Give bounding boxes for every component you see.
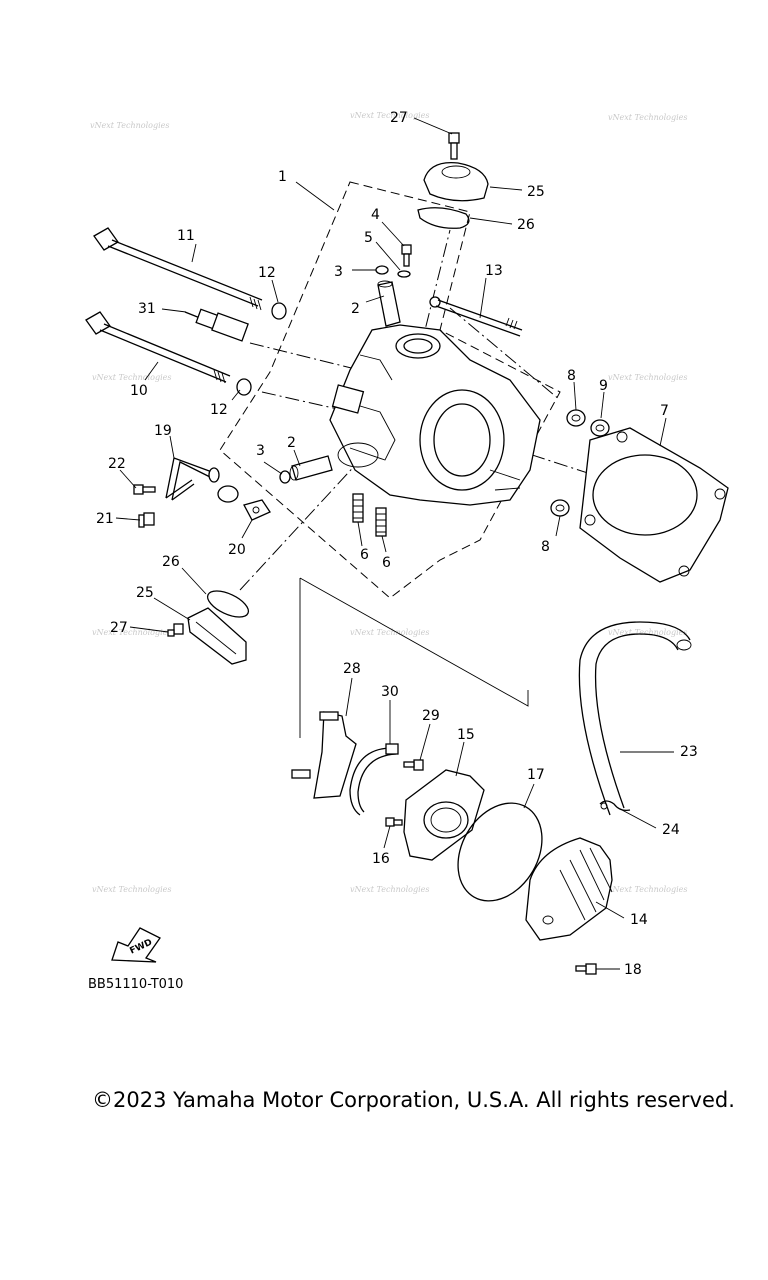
watermark: vNext Technologies [608,628,687,637]
callout-1[interactable]: 1 [278,169,287,185]
bracket-28[interactable] [291,711,357,799]
callout-21[interactable]: 21 [96,511,114,527]
exhaust-assembly-frame [299,577,529,738]
cylinder-head-1[interactable] [329,324,541,506]
gasket-20[interactable] [243,499,271,521]
pipe-2-top[interactable] [377,280,401,327]
bolt-11[interactable] [93,227,263,311]
hose-23[interactable] [578,621,692,816]
callout-10[interactable]: 10 [130,383,148,399]
bolt-4[interactable] [401,244,412,267]
callout-3[interactable]: 3 [334,264,343,280]
watermark: vNext Technologies [92,885,171,894]
bolt-29[interactable] [403,759,424,771]
callout-31[interactable]: 31 [138,301,156,317]
copyright-notice: ©2023 Yamaha Motor Corporation, U.S.A. A… [92,1088,735,1112]
callouts: 27 25 26 1 4 5 3 2 13 11 12 31 10 12 8 9… [96,110,698,978]
callout-29[interactable]: 29 [422,708,440,724]
bolt-10[interactable] [85,311,231,384]
callout-12[interactable]: 12 [210,402,228,418]
o-ring-3-top[interactable] [375,265,389,275]
dowel-8-upper[interactable] [566,409,586,427]
callout-2[interactable]: 2 [287,435,296,451]
dowel-9[interactable] [590,419,610,437]
stud-6-right[interactable] [375,507,387,537]
cap-25-lower[interactable] [187,607,247,665]
bolt-21[interactable] [138,512,155,528]
callout-11[interactable]: 11 [177,228,195,244]
watermark: vNext Technologies [92,628,171,637]
callout-8[interactable]: 8 [567,368,576,384]
callout-25[interactable]: 25 [527,184,545,200]
head-gasket-7[interactable] [579,427,729,583]
leader-lines [115,117,674,970]
callout-6[interactable]: 6 [360,547,369,563]
cap-25-top[interactable] [423,161,489,202]
watermark: vNext Technologies [608,373,687,382]
callout-14[interactable]: 14 [630,912,648,928]
cover-14[interactable] [525,837,613,941]
callout-5[interactable]: 5 [364,230,373,246]
callout-24[interactable]: 24 [662,822,680,838]
callout-15[interactable]: 15 [457,727,475,743]
bracket-30[interactable] [349,743,399,816]
callout-16[interactable]: 16 [372,851,390,867]
bolt-27-lower[interactable] [167,623,184,637]
o-ring-26-top[interactable] [417,207,470,229]
watermarks: vNext Technologies vNext Technologies vN… [90,111,687,894]
bolt-22[interactable] [133,484,156,495]
bolt-16[interactable] [385,817,403,827]
diagram-code: BB51110-T010 [88,977,184,992]
dowel-8-lower[interactable] [550,499,570,517]
callout-27[interactable]: 27 [110,620,128,636]
fwd-arrow-icon: FWD [111,927,161,963]
washer-12-upper[interactable] [271,302,287,320]
callout-12[interactable]: 12 [258,265,276,281]
callout-3[interactable]: 3 [256,443,265,459]
callout-2[interactable]: 2 [351,301,360,317]
watermark: vNext Technologies [350,628,429,637]
washer-12-lower[interactable] [236,378,252,396]
watermark: vNext Technologies [608,113,687,122]
clip-24[interactable] [599,800,631,812]
callout-25[interactable]: 25 [136,585,154,601]
watermark: vNext Technologies [90,121,169,130]
bolt-18[interactable] [575,963,597,975]
bolt-27-top[interactable] [448,132,460,160]
callout-18[interactable]: 18 [624,962,642,978]
callout-9[interactable]: 9 [599,378,608,394]
callout-4[interactable]: 4 [371,207,380,223]
spark-plug-31[interactable] [184,308,249,342]
callout-17[interactable]: 17 [527,767,545,783]
callout-6[interactable]: 6 [382,555,391,571]
stud-6-left[interactable] [352,493,364,523]
pipe-2-lower[interactable] [289,455,333,481]
o-ring-17[interactable] [441,788,559,916]
callout-30[interactable]: 30 [381,684,399,700]
callout-19[interactable]: 19 [154,423,172,439]
callout-22[interactable]: 22 [108,456,126,472]
callout-20[interactable]: 20 [228,542,246,558]
callout-7[interactable]: 7 [660,403,669,419]
o-ring-3-lower[interactable] [279,470,291,484]
watermark: vNext Technologies [92,373,171,382]
callout-28[interactable]: 28 [343,661,361,677]
cylinder-head-assembly-boundary [219,181,561,599]
callout-26[interactable]: 26 [162,554,180,570]
callout-8[interactable]: 8 [541,539,550,555]
watermark: vNext Technologies [350,111,429,120]
watermark: vNext Technologies [350,885,429,894]
callout-26[interactable]: 26 [517,217,535,233]
washer-5[interactable] [397,270,411,278]
elbow-fitting [217,485,239,503]
gasket-plate-15[interactable] [403,769,485,861]
callout-27[interactable]: 27 [390,110,408,126]
o-ring-26-lower[interactable] [204,586,252,623]
callout-23[interactable]: 23 [680,744,698,760]
pipe-19[interactable] [165,457,220,501]
watermark: vNext Technologies [608,885,687,894]
callout-13[interactable]: 13 [485,263,503,279]
